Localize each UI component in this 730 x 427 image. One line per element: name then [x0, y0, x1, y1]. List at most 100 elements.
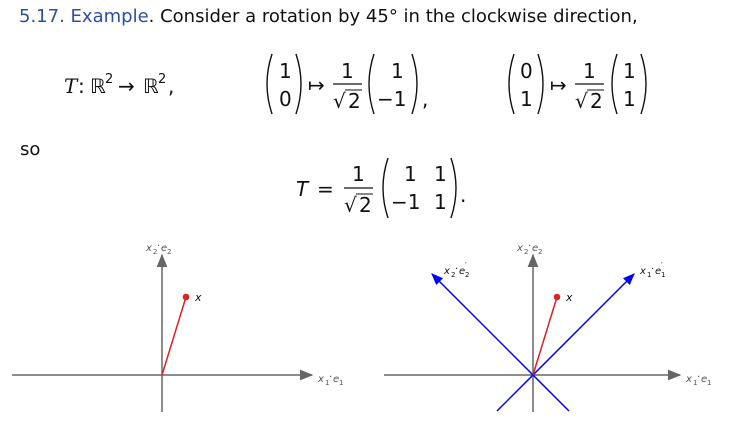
rotated-x-axis [496, 273, 635, 412]
e1-right-paren [295, 53, 302, 115]
e2-right-paren [537, 53, 544, 115]
y-axis-label: x 2 · e 2 [145, 241, 171, 256]
svg-text:′: ′ [465, 261, 467, 270]
codomain-symbol: ℝ [143, 74, 159, 98]
matrix-equals: = [317, 177, 334, 201]
svg-text:1: 1 [661, 271, 665, 279]
vector-x-2 [532, 296, 558, 376]
example-keyword: Example [70, 6, 149, 27]
example-number: 5.17. [19, 6, 65, 27]
equation-comma: , [168, 74, 174, 98]
svg-text:2: 2 [538, 248, 542, 256]
matrix-r2c2: 1 [434, 190, 447, 214]
e2-entry-top: 0 [520, 59, 533, 83]
svg-text:2: 2 [451, 271, 455, 279]
svg-text:·: · [329, 372, 332, 383]
svg-text:2: 2 [465, 271, 469, 279]
rotated-y-axis [431, 273, 570, 412]
svg-text:x: x [145, 243, 152, 254]
frac-num-1: 1 [341, 59, 354, 83]
svg-text:1: 1 [693, 379, 697, 387]
svg-text:e: e [161, 243, 167, 254]
matrix-r1c2: 1 [434, 162, 447, 186]
svg-text:e: e [333, 374, 339, 385]
svg-text:x: x [443, 266, 450, 277]
img2-entry-bottom: 1 [623, 87, 636, 111]
frac-num-3: 1 [352, 162, 365, 186]
example-text: . Consider a rotation by 45° in the cloc… [148, 6, 638, 27]
codomain-exponent: 2 [158, 72, 166, 87]
svg-text:1: 1 [325, 379, 329, 387]
colon: : [78, 74, 85, 98]
svg-text:·: · [697, 372, 700, 383]
comma-2: , [422, 87, 428, 111]
e1-left-paren [266, 53, 273, 115]
example-heading: 5.17. Example. Consider a rotation by 45… [19, 6, 638, 27]
standard-basis-diagram: x x 1 · e 1 x 2 · e 2 [12, 241, 343, 412]
so-word: so [20, 139, 41, 160]
e1-entry-bottom: 0 [279, 87, 292, 111]
mapsto-2: ↦ [550, 73, 567, 97]
svg-text:·: · [651, 264, 654, 275]
e2-left-paren [508, 53, 515, 115]
frac-num-2: 1 [583, 59, 596, 83]
svg-text:′: ′ [661, 261, 663, 270]
rotated-y-label: x 2 · e 2 ′ [443, 261, 469, 279]
e2-entry-bottom: 1 [520, 87, 533, 111]
e1-entry-top: 1 [279, 59, 292, 83]
matrix-period: . [460, 183, 466, 207]
mapsto-1: ↦ [308, 73, 325, 97]
sqrt-sign-3: √ [344, 193, 357, 217]
rotated-basis-diagram: x x 1 · e 1 x 2 · e 2 x 1 · e 1 ′ x 2 · … [384, 241, 711, 412]
svg-text:e: e [532, 243, 538, 254]
svg-text:x: x [317, 374, 324, 385]
svg-text:1: 1 [339, 379, 343, 387]
matrix-equation: T = 1 √ 2 1 1 −1 1 . [296, 157, 466, 219]
sqrt-sign-2: √ [575, 89, 588, 113]
matrix-r1c1: 1 [404, 162, 417, 186]
svg-text:1: 1 [707, 379, 711, 387]
svg-text:e: e [459, 266, 465, 277]
svg-text:2: 2 [167, 248, 171, 256]
sqrt-arg-1: 2 [348, 89, 361, 113]
y-axis-label-2: x 2 · e 2 [516, 241, 542, 256]
vector-x [161, 296, 187, 376]
matrix-r2c1: −1 [391, 190, 420, 214]
svg-text:e: e [655, 266, 661, 277]
matrix-left-paren [382, 157, 389, 219]
svg-text:·: · [528, 241, 531, 252]
svg-text:x: x [516, 243, 523, 254]
maps-arrow: → [118, 74, 135, 98]
svg-text:1: 1 [647, 271, 651, 279]
sqrt-sign-1: √ [333, 89, 346, 113]
svg-text:·: · [455, 264, 458, 275]
domain-exponent: 2 [105, 72, 113, 87]
img1-entry-bottom: −1 [377, 87, 406, 111]
svg-text:·: · [157, 241, 160, 252]
svg-text:x: x [639, 266, 646, 277]
svg-text:e: e [701, 374, 707, 385]
img1-right-paren [411, 53, 418, 115]
transformation-equation: T : ℝ 2 → ℝ 2 , 1 0 ↦ 1 √ 2 1 −1 , 0 1 ↦… [64, 53, 647, 115]
img1-entry-top: 1 [391, 59, 404, 83]
map-name: T [64, 74, 79, 98]
x-axis-label-2: x 1 · e 1 [685, 372, 711, 387]
point-x-label-2: x [565, 291, 573, 304]
img1-left-paren [368, 53, 375, 115]
img2-entry-top: 1 [623, 59, 636, 83]
svg-text:2: 2 [524, 248, 528, 256]
point-x-2 [553, 293, 561, 301]
sqrt-arg-2: 2 [590, 89, 603, 113]
svg-text:2: 2 [153, 248, 157, 256]
sqrt-arg-3: 2 [359, 193, 372, 217]
point-x [182, 293, 190, 301]
img2-right-paren [640, 53, 647, 115]
domain-symbol: ℝ [90, 74, 106, 98]
x-axis-label: x 1 · e 1 [317, 372, 343, 387]
rotated-x-label: x 1 · e 1 ′ [639, 261, 665, 279]
img2-left-paren [611, 53, 618, 115]
svg-text:x: x [685, 374, 692, 385]
matrix-right-paren [450, 157, 457, 219]
point-x-label: x [194, 291, 202, 304]
matrix-name: T [296, 177, 310, 201]
